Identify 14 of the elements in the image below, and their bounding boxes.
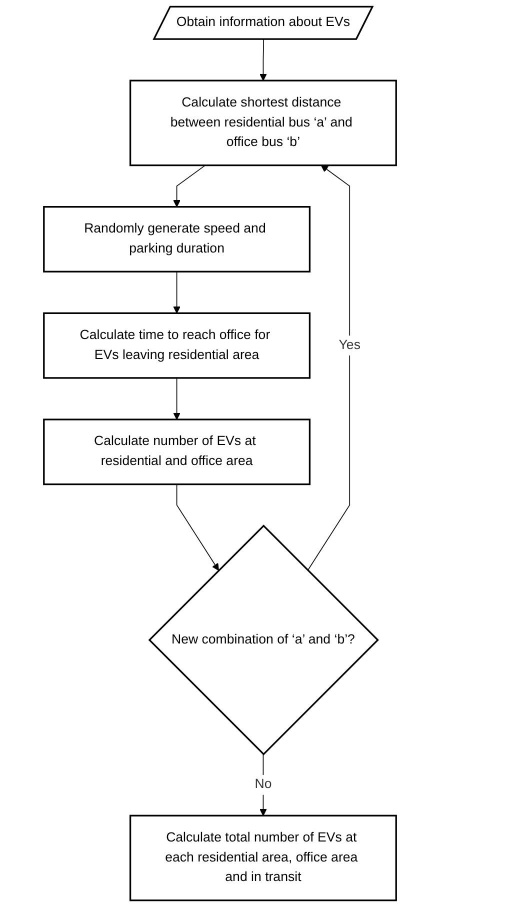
arrow [260,39,267,81]
node-box: Randomly generate speed and parking duration [43,206,311,272]
node-box: Calculate total number of EVs at each residential area, office area and in transit [129,814,397,902]
arrow [307,164,350,571]
arrow [173,164,206,208]
arrow [173,271,180,314]
node-diamond: New combination of ‘a’ and ‘b’? [148,524,379,756]
edge-label: No [254,777,272,792]
edge-label: Yes [338,338,360,352]
arrow [173,378,180,420]
node-box: Calculate time to reach office for EVs leaving residential area [43,312,311,379]
node-box: Calculate number of EVs at residential and office area [43,418,311,486]
arrow [176,484,219,571]
node-box: Calculate shortest distance between residential bus ‘a’ and office bus ‘b’ [129,80,397,166]
